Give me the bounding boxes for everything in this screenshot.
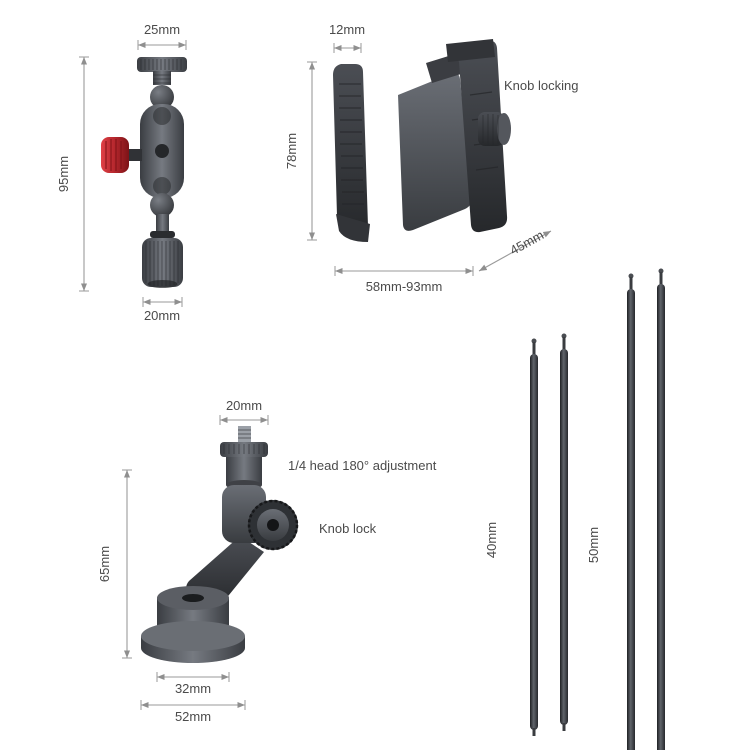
red-locking-knob — [101, 137, 129, 173]
dim-label-rods-40mm: 40mm — [484, 521, 499, 559]
top-ball-joint — [150, 85, 174, 109]
rod-40mm-b — [560, 333, 568, 731]
dim-label-clamp-height: 78mm — [284, 132, 299, 170]
rod-50mm-a — [627, 273, 635, 750]
dim-label-clamp-top: 12mm — [328, 22, 366, 37]
dimension-lines — [79, 40, 552, 710]
annotation-knob-locking: Knob locking — [504, 78, 579, 93]
dim-label-bracket-top-width: 20mm — [225, 398, 263, 413]
dim-label-ball-head-height: 95mm — [56, 155, 71, 193]
dim-label-clamp-width-range: 58mm-93mm — [365, 279, 443, 294]
ball-head-mount-illustration — [101, 57, 187, 288]
dim-label-base-flange: 52mm — [174, 709, 212, 724]
dim-label-bracket-height: 65mm — [97, 545, 112, 583]
rod-50mm-b — [657, 268, 665, 750]
clamp-back-plate — [398, 73, 473, 231]
dim-label-base-top: 32mm — [174, 681, 212, 696]
l-bracket-illustration — [141, 426, 299, 663]
quarter-inch-screw — [238, 426, 251, 443]
dim-label-ball-head-bottom-width: 20mm — [143, 308, 181, 323]
annotation-knob-lock: Knob lock — [319, 521, 377, 536]
phone-clamp-illustration — [333, 39, 511, 242]
annotation-head-adjustment: 1/4 head 180° adjustment — [288, 458, 437, 473]
dim-label-rods-50mm: 50mm — [586, 526, 601, 564]
dim-label-ball-head-top-width: 25mm — [143, 22, 181, 37]
bottom-ball-joint — [150, 193, 174, 217]
rod-40mm-a — [530, 338, 538, 736]
clamp-left-arm — [333, 64, 368, 234]
